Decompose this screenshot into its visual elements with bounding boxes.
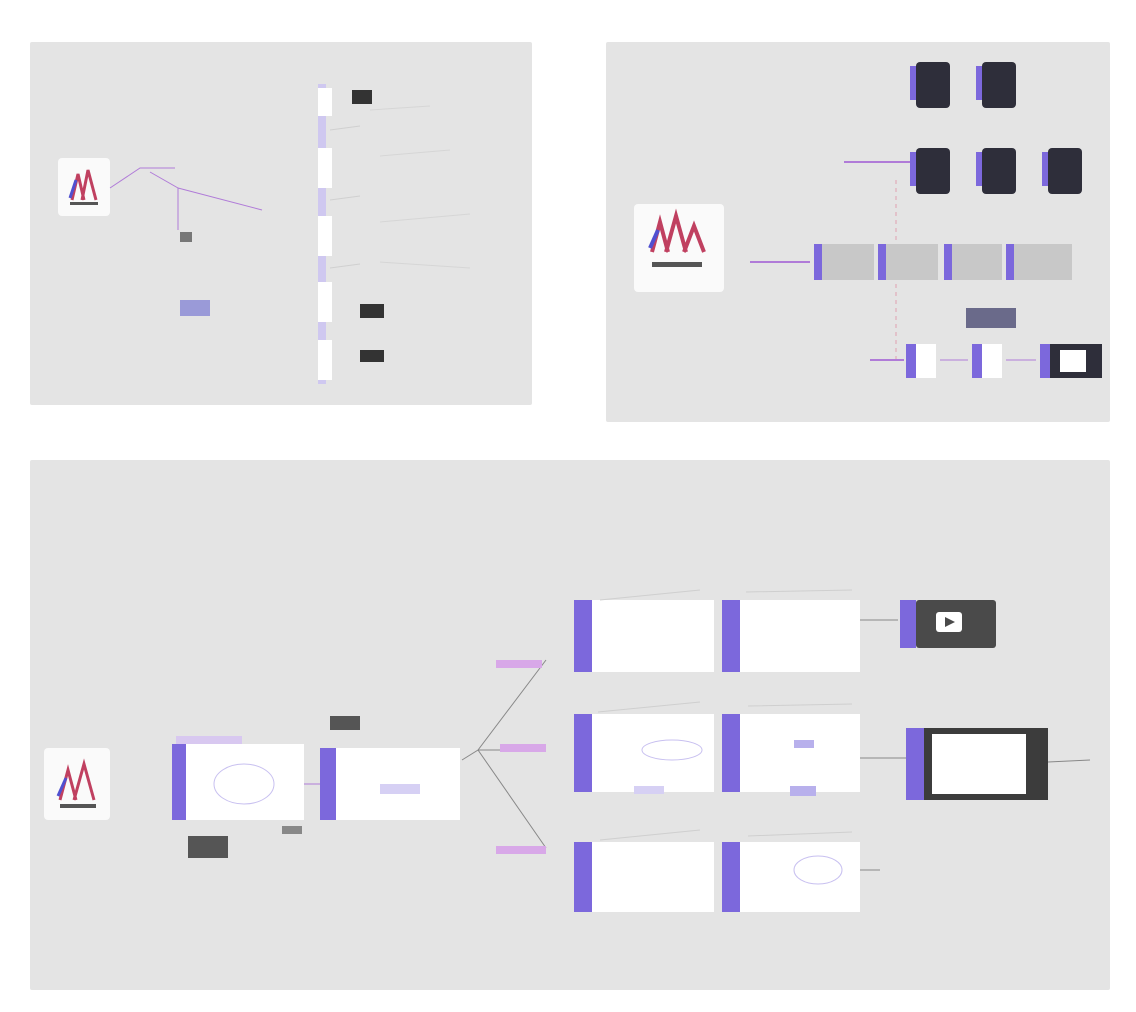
panel-bottom: [30, 460, 1110, 990]
edge: [109, 167, 175, 189]
small-node: [180, 300, 210, 316]
small-node: [180, 232, 192, 242]
edge: [149, 171, 179, 230]
gpu-card-icon: [910, 62, 950, 108]
gpu-cards: [910, 62, 1082, 194]
gpu-card-icon: [1042, 148, 1082, 194]
node-row: [906, 344, 1102, 378]
play-icon: [945, 617, 955, 627]
small-node: [188, 836, 228, 858]
app-logo-icon: [634, 204, 724, 292]
node-body: [186, 744, 304, 820]
play-output-node: [900, 600, 996, 648]
node-grid: [574, 600, 860, 912]
gpu-card-icon: [976, 148, 1016, 194]
bottom-diagram: [44, 589, 1091, 912]
app-logo-icon: [58, 158, 110, 216]
edge: [177, 187, 263, 211]
panel-top-left: [30, 42, 532, 405]
node-column: [318, 84, 384, 384]
edge: [461, 659, 547, 849]
app-logo-icon: [44, 748, 110, 820]
node-accent: [320, 748, 336, 820]
gpu-card-icon: [910, 148, 950, 194]
small-node: [966, 308, 1016, 328]
display-output-node: [906, 728, 1048, 800]
top-right-diagram: [634, 62, 1102, 378]
node-accent: [172, 744, 186, 820]
gpu-card-icon: [976, 62, 1016, 108]
top-left-diagram: [58, 84, 471, 384]
node-row: [814, 244, 1072, 280]
